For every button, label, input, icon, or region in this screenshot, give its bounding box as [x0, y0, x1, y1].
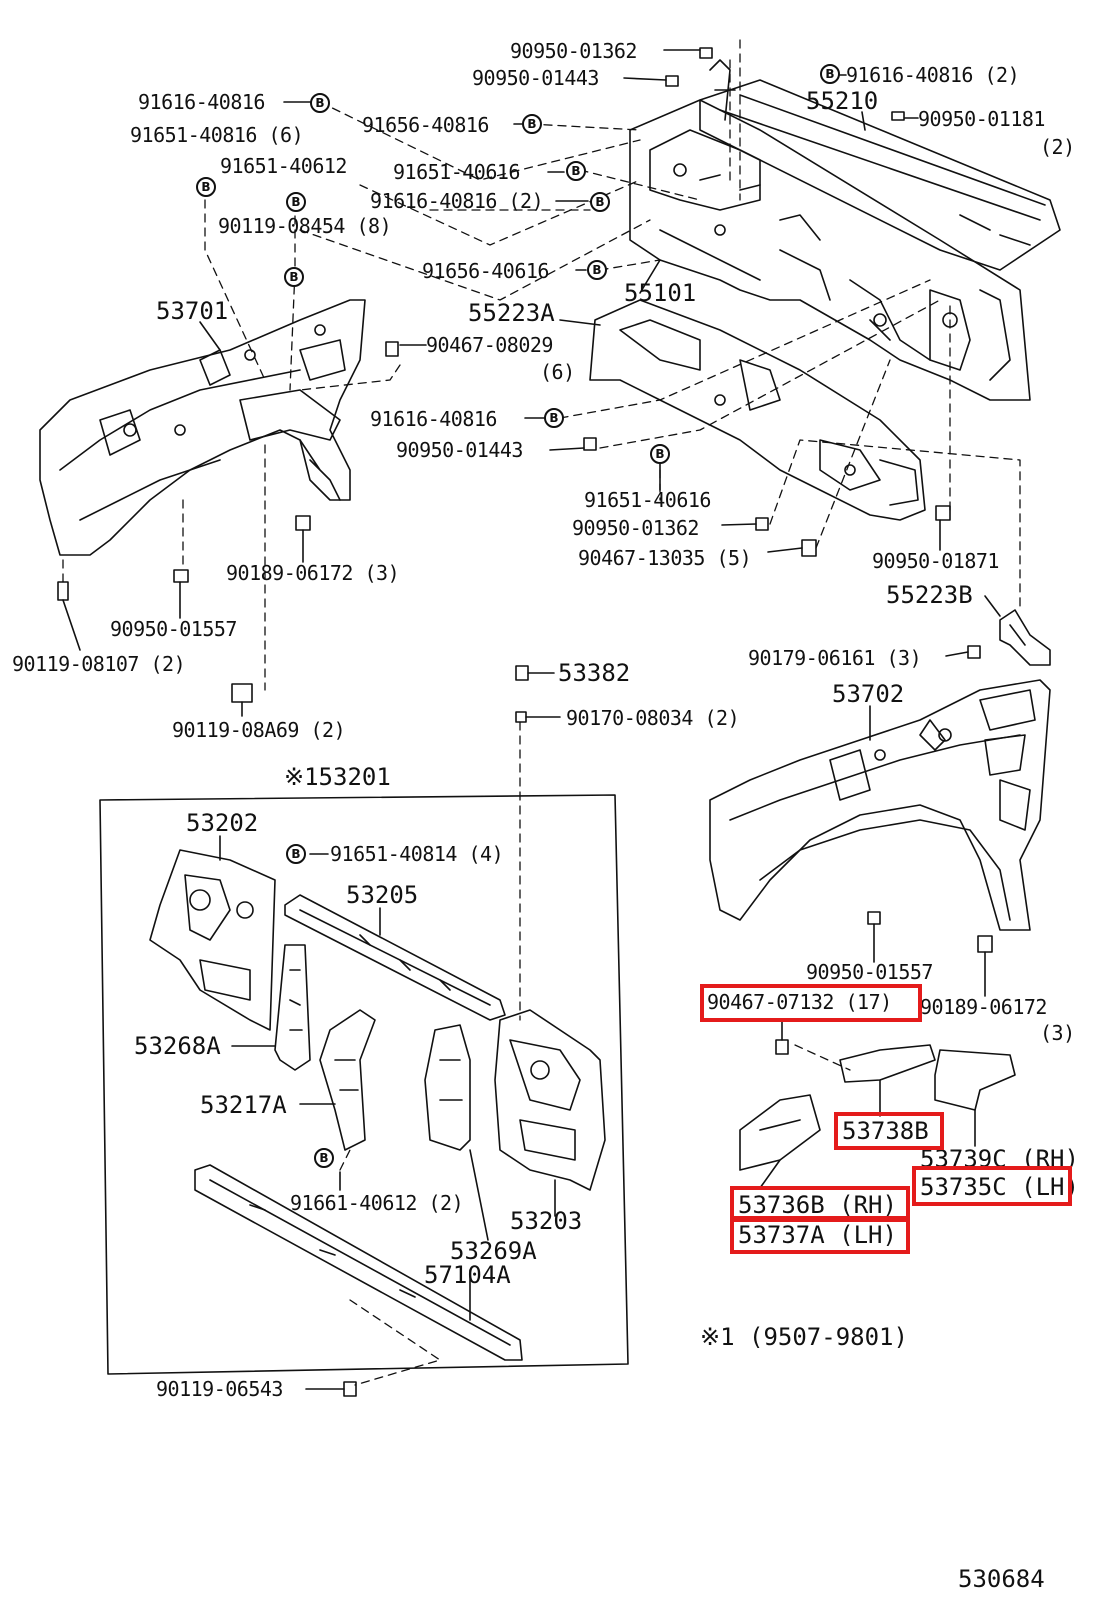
crossmember-53205 [284, 894, 506, 1021]
part-label: 90950-01362 [572, 516, 699, 540]
part-label: 91656-40816 [362, 113, 489, 137]
part-label: 90119-08107 (2) [12, 652, 186, 676]
leader-lines [62, 49, 1001, 1390]
part-label: 90467-08029 [426, 333, 553, 357]
bolt-marker-icon: B [196, 177, 216, 197]
bolt-marker-icon: B [286, 844, 306, 864]
part-label: 90189-06172 [920, 995, 1047, 1019]
part-label: 53203 [510, 1207, 583, 1235]
part-label-highlighted: 90467-07132 (17) [707, 990, 892, 1014]
bolt-marker-icon: B [544, 408, 564, 428]
bolt-marker-icon: B [650, 444, 670, 464]
bolt-marker-icon: B [286, 192, 306, 212]
part-label: 90119-06543 [156, 1377, 283, 1401]
part-label-highlighted: 53737A (LH) [738, 1221, 897, 1249]
bracket-53738B [839, 1044, 936, 1083]
part-label: 53217A [200, 1091, 287, 1119]
part-label: 90950-01557 [806, 960, 933, 984]
part-label: 90950-01871 [872, 549, 999, 573]
bracket-55223B [999, 609, 1051, 666]
assembly-label: ※153201 [284, 763, 391, 791]
part-label: 91651-40616 [584, 488, 711, 512]
apron-53701 [39, 299, 366, 556]
part-label: (2) [1040, 135, 1075, 159]
part-label: 53268A [134, 1032, 221, 1060]
dash-panel-55101 [629, 99, 1031, 401]
bolt-marker-icon: B [587, 260, 607, 280]
part-label: (3) [1040, 1021, 1075, 1045]
part-label: 90950-01362 [510, 39, 637, 63]
bolt-marker-icon: B [590, 192, 610, 212]
brace-53217A [319, 1009, 376, 1151]
highlight-box-53736B [730, 1186, 910, 1222]
part-label: 53702 [832, 680, 905, 708]
part-label: (6) [540, 360, 575, 384]
part-label: 55101 [624, 279, 697, 307]
part-label: 91616-40816 [370, 407, 497, 431]
part-label: 55210 [806, 87, 879, 115]
crossmember-57104A [194, 1164, 523, 1361]
part-label: 91651-40616 [393, 160, 520, 184]
dashed-lines [62, 39, 1021, 1386]
footnote: ※1 (9507-9801) [700, 1323, 908, 1351]
part-label: 90950-01443 [472, 66, 599, 90]
part-label: 90950-01443 [396, 438, 523, 462]
highlight-box-90467-07132 [700, 984, 922, 1022]
part-label: 53205 [346, 881, 419, 909]
part-label-highlighted: 53738B [842, 1117, 929, 1145]
silencer-55223A [589, 299, 926, 521]
part-label: 91616-40816 (2) [370, 189, 544, 213]
part-label: 91616-40816 (2) [846, 63, 1020, 87]
part-label: 90467-13035 (5) [578, 546, 752, 570]
part-label: 91651-40612 [220, 154, 347, 178]
part-label: 55223A [468, 299, 555, 327]
highlight-box-53737A [730, 1216, 910, 1254]
brace-53269A [424, 1024, 471, 1151]
part-label: 53701 [156, 297, 229, 325]
highlight-box-53735C [912, 1166, 1072, 1206]
part-label: 53382 [558, 659, 631, 687]
diagram-id: 530684 [958, 1565, 1045, 1593]
part-label: 90950-01181 [918, 107, 1045, 131]
part-label: 90189-06172 (3) [226, 561, 400, 585]
part-label: 90119-08A69 (2) [172, 718, 346, 742]
assembly-frame [99, 794, 629, 1375]
part-label: 57104A [424, 1261, 511, 1289]
part-label: 90170-08034 (2) [566, 706, 740, 730]
part-label: 53202 [186, 809, 259, 837]
part-label: 91661-40612 (2) [290, 1191, 464, 1215]
part-label: 90119-08454 (8) [218, 214, 392, 238]
part-label: 91651-40814 (4) [330, 842, 504, 866]
part-label: 90950-01557 [110, 617, 237, 641]
bolt-marker-icon: B [314, 1148, 334, 1168]
highlight-box-53738B [834, 1112, 944, 1150]
part-label-highlighted: 53736B (RH) [738, 1191, 897, 1219]
part-label: 91616-40816 [138, 90, 265, 114]
support-53202 [149, 849, 276, 1031]
part-label: 53269A [450, 1237, 537, 1265]
support-53203 [494, 1009, 606, 1191]
bolt-marker-icon: B [566, 161, 586, 181]
part-label: 91656-40616 [422, 259, 549, 283]
part-label: 91651-40816 (6) [130, 123, 304, 147]
apron-53702 [709, 679, 1051, 931]
cowl-panel-55210 [699, 59, 1061, 271]
bolt-marker-icon: B [820, 64, 840, 84]
bracket-53739C [934, 1049, 1016, 1111]
bolt-marker-icon: B [522, 114, 542, 134]
bracket-53736B [739, 1094, 821, 1171]
bolt-marker-icon: B [284, 267, 304, 287]
part-label: 90179-06161 (3) [748, 646, 922, 670]
part-label-highlighted: 53735C (LH) [920, 1173, 1079, 1201]
brace-53268A [274, 944, 311, 1071]
fasteners [57, 47, 993, 1397]
part-label: 55223B [886, 581, 973, 609]
bolt-marker-icon: B [310, 93, 330, 113]
